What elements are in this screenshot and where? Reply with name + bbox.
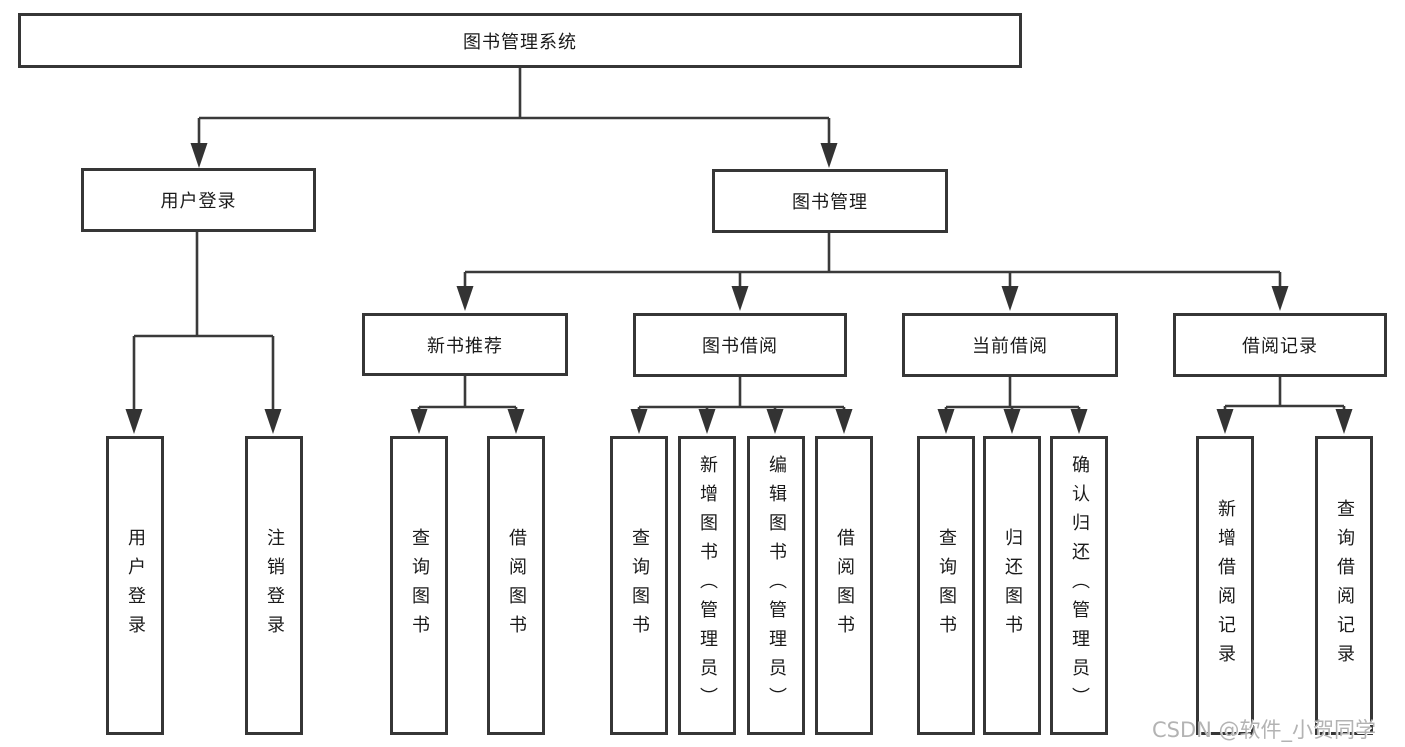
connectors-new-book-recommend-children	[410, 376, 525, 434]
leaf-add-book-admin-label: 新增图书（管理员）	[697, 455, 718, 716]
leaf-return-books: 归还图书	[983, 436, 1041, 735]
connectors-borrowing-records-children	[1216, 377, 1353, 434]
connectors-current-borrowing-children	[937, 377, 1088, 434]
node-new-book-recommend-label: 新书推荐	[427, 335, 503, 357]
leaf-query-books-current: 查询图书	[917, 436, 975, 735]
leaf-confirm-return-admin: 确认归还（管理员）	[1050, 436, 1108, 735]
node-borrowing-records: 借阅记录	[1173, 313, 1387, 377]
leaf-confirm-return-admin-label: 确认归还（管理员）	[1069, 455, 1090, 716]
node-book-management: 图书管理	[712, 169, 948, 233]
leaf-borrow-books-recommend: 借阅图书	[487, 436, 545, 735]
node-book-management-label: 图书管理	[792, 192, 868, 213]
leaf-query-books-current-label: 查询图书	[936, 527, 957, 644]
connectors-book-management-children	[456, 233, 1289, 311]
connectors-book-borrowing-children	[630, 377, 853, 434]
leaf-borrow-books-recommend-label: 借阅图书	[506, 527, 527, 644]
leaf-query-borrow-record: 查询借阅记录	[1315, 436, 1373, 735]
leaf-user-login-label: 用户登录	[125, 527, 146, 644]
leaf-add-borrow-record-label: 新增借阅记录	[1215, 498, 1236, 673]
node-current-borrowing-label: 当前借阅	[972, 336, 1048, 357]
csdn-watermark: CSDN @软件_小贺同学	[1152, 718, 1377, 742]
node-root: 图书管理系统	[18, 13, 1022, 68]
leaf-add-borrow-record: 新增借阅记录	[1196, 436, 1254, 735]
leaf-query-borrow-record-label: 查询借阅记录	[1334, 498, 1355, 673]
leaf-query-books-recommend-label: 查询图书	[409, 527, 430, 644]
node-user-login-label: 用户登录	[160, 191, 237, 212]
node-borrowing-records-label: 借阅记录	[1242, 336, 1318, 357]
leaf-query-books-borrowing: 查询图书	[610, 436, 668, 735]
leaf-logout-label: 注销登录	[264, 527, 285, 644]
leaf-add-book-admin: 新增图书（管理员）	[678, 436, 736, 735]
node-new-book-recommend: 新书推荐	[362, 313, 568, 376]
connectors-root-to-level2	[190, 68, 838, 168]
node-book-borrowing-label: 图书借阅	[702, 336, 778, 357]
connectors-user-login-children	[125, 232, 282, 434]
leaf-logout: 注销登录	[245, 436, 303, 735]
node-book-borrowing: 图书借阅	[633, 313, 847, 377]
node-current-borrowing: 当前借阅	[902, 313, 1118, 377]
leaf-user-login: 用户登录	[106, 436, 164, 735]
leaf-edit-book-admin-label: 编辑图书（管理员）	[766, 455, 787, 716]
leaf-query-books-recommend: 查询图书	[390, 436, 448, 735]
node-root-label: 图书管理系统	[463, 31, 577, 53]
node-user-login: 用户登录	[81, 168, 316, 232]
leaf-return-books-label: 归还图书	[1002, 527, 1023, 644]
leaf-borrow-books-borrowing: 借阅图书	[815, 436, 873, 735]
leaf-edit-book-admin: 编辑图书（管理员）	[747, 436, 805, 735]
leaf-borrow-books-borrowing-label: 借阅图书	[834, 527, 855, 644]
leaf-query-books-borrowing-label: 查询图书	[629, 527, 650, 644]
